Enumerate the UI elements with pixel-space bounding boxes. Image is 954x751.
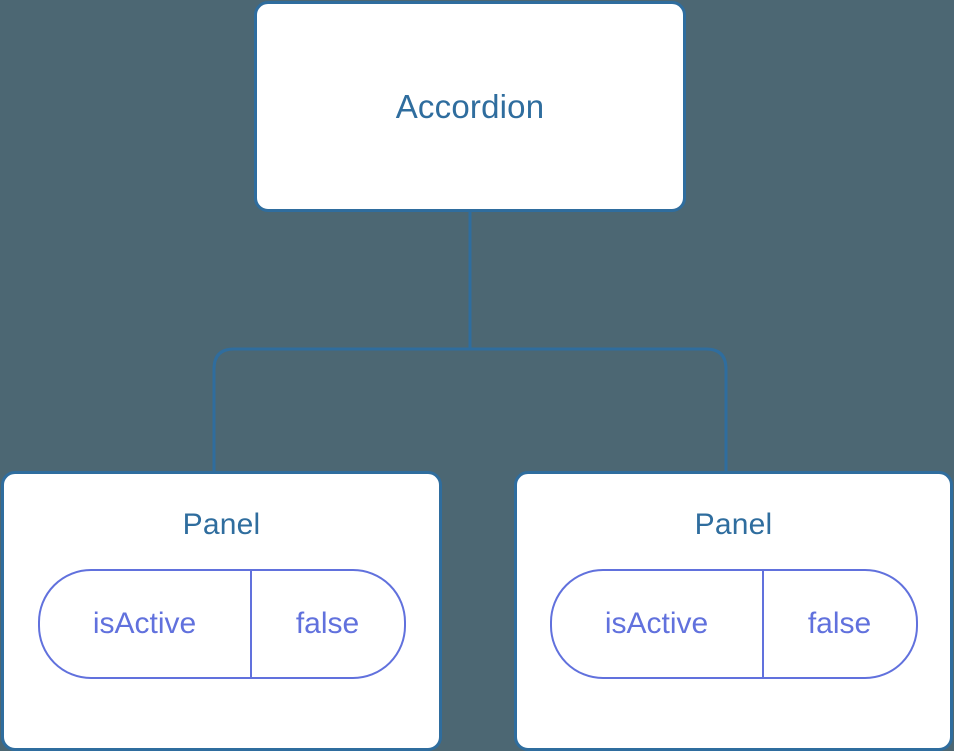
node-title: Accordion [395,88,545,125]
state-pill[interactable]: isActive false [549,569,918,679]
edge-connectors [212,211,728,472]
node-title: Panel [182,508,261,541]
node-panel-1[interactable]: Panel isActive false [1,471,442,751]
state-pill[interactable]: isActive false [37,569,406,679]
node-title: Panel [694,508,773,541]
state-value: false [807,607,872,640]
state-key: isActive [552,571,764,677]
node-accordion[interactable]: Accordion [254,1,686,212]
state-key: isActive [40,571,252,677]
state-value: false [295,607,360,640]
node-panel-2[interactable]: Panel isActive false [514,471,953,751]
edge-child-bus [212,347,728,472]
